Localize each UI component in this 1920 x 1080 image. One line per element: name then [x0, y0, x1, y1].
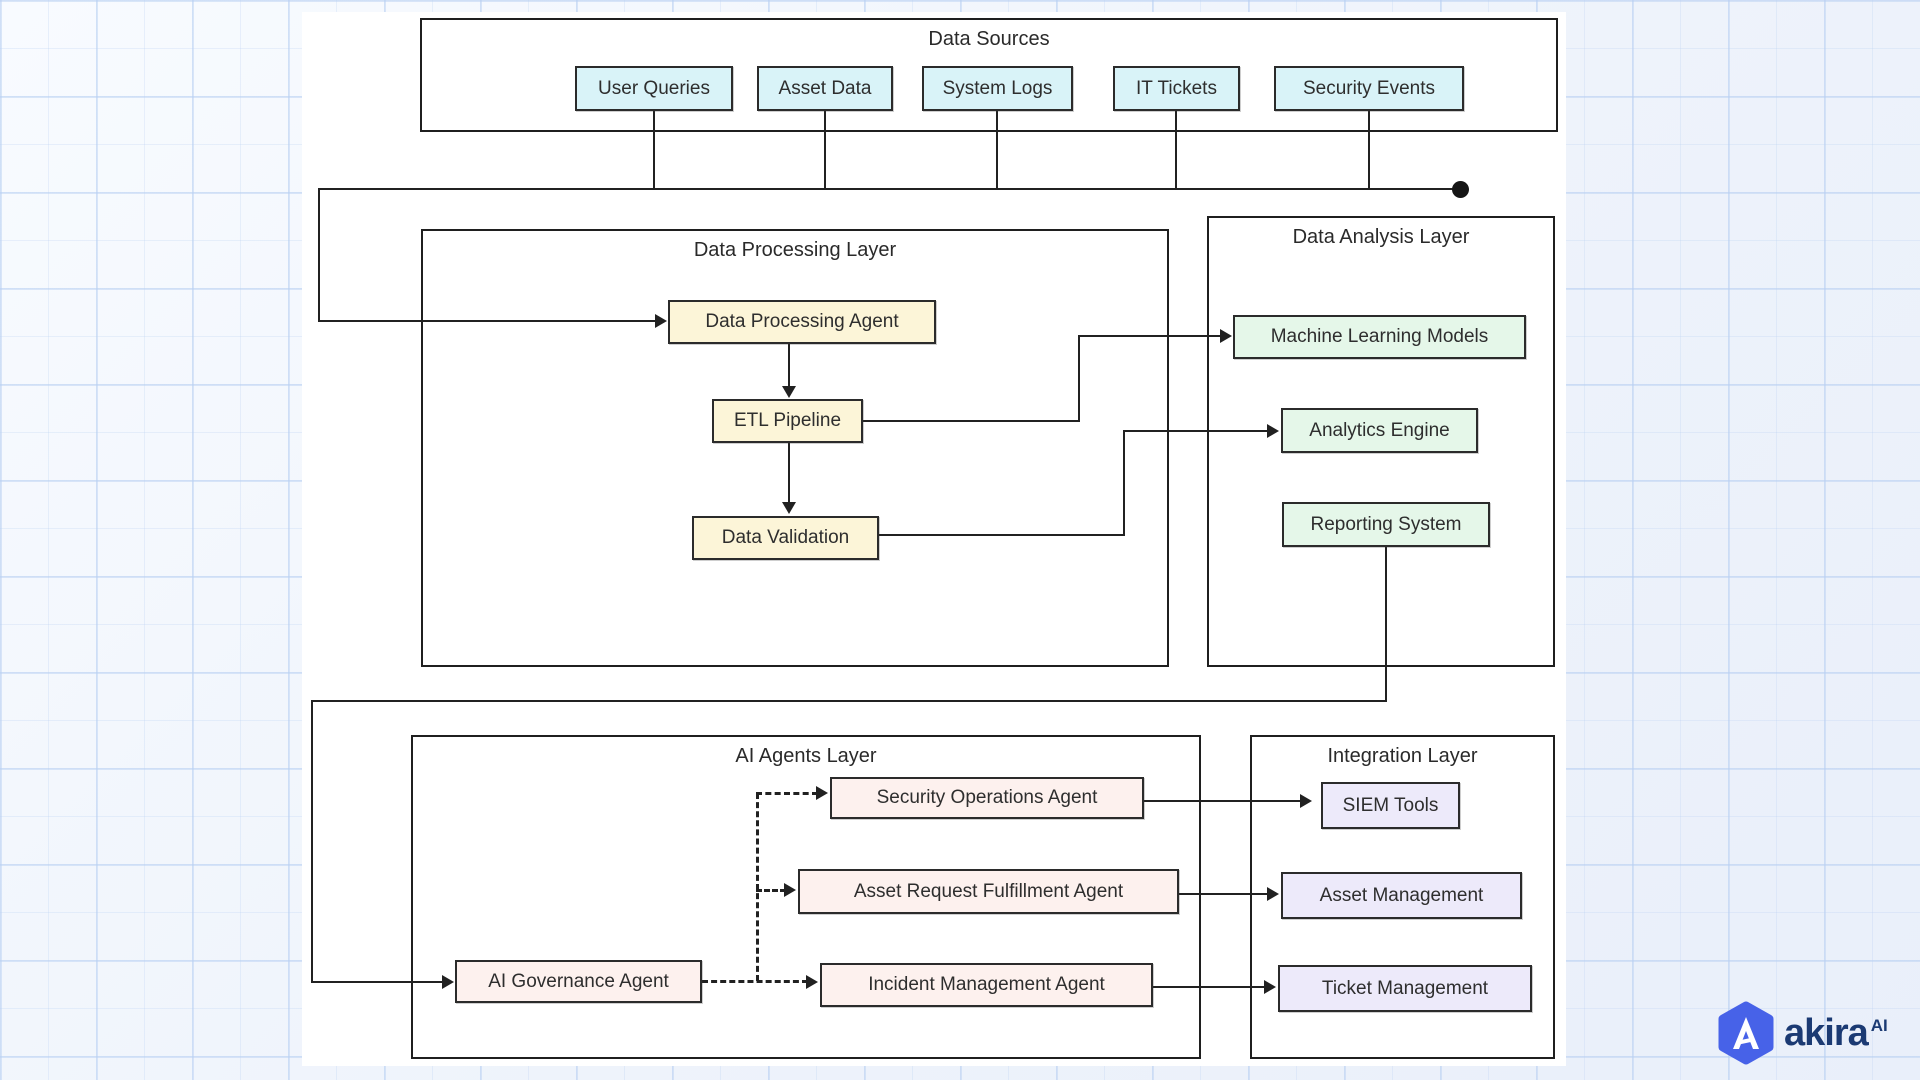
node-label-it-tickets: IT Tickets — [1136, 77, 1217, 99]
node-label-asset-data: Asset Data — [778, 77, 872, 99]
node-label-data-processing-agent: Data Processing Agent — [705, 311, 899, 332]
node-system-logs: System Logs — [922, 66, 1073, 111]
connector-asset-data-bus — [824, 111, 826, 188]
node-label-data-validation: Data Validation — [721, 527, 850, 548]
node-label-system-logs: System Logs — [942, 77, 1053, 99]
connector-it-tickets-bus — [1175, 111, 1177, 188]
container-title-ai-agents-layer: AI Agents Layer — [735, 745, 877, 767]
connector-reporting-down — [311, 700, 313, 983]
node-user-queries: User Queries — [575, 66, 733, 111]
container-ai-agents-layer: AI Agents Layer — [411, 735, 1201, 1059]
connector-secops-siem — [1144, 800, 1302, 802]
node-label-analytics-engine: Analytics Engine — [1309, 419, 1450, 441]
container-data-analysis-layer: Data Analysis Layer — [1207, 216, 1555, 667]
node-asset-request-fulfillment-agent: Asset Request Fulfillment Agent — [798, 869, 1179, 914]
connector-validation-analytics-h2 — [1123, 430, 1268, 432]
arrowhead-etl-validation — [782, 502, 796, 514]
node-label-reporting-system: Reporting System — [1310, 513, 1462, 535]
dashed-governance-riser — [756, 793, 759, 981]
node-it-tickets: IT Tickets — [1113, 66, 1240, 111]
logo-brand: akira — [1784, 1011, 1869, 1054]
container-data-sources: Data Sources — [420, 18, 1558, 132]
arrowhead-etl-ml — [1220, 329, 1232, 343]
connector-incident-ticketmgmt — [1153, 986, 1266, 988]
node-label-ai-governance-agent: AI Governance Agent — [488, 970, 669, 992]
connector-to-governance — [311, 981, 443, 983]
connector-security-events-bus — [1368, 111, 1370, 188]
node-label-incident-management-agent: Incident Management Agent — [868, 974, 1105, 995]
node-asset-management: Asset Management — [1281, 872, 1522, 919]
node-label-user-queries: User Queries — [598, 77, 710, 99]
dashed-governance-security-ops — [756, 792, 818, 795]
connector-etl-ml-v — [1078, 335, 1080, 422]
container-title-integration-layer: Integration Layer — [1327, 745, 1478, 767]
container-title-data-analysis-layer: Data Analysis Layer — [1292, 226, 1470, 248]
node-machine-learning-models: Machine Learning Models — [1233, 315, 1526, 359]
arrowhead-incident-ticketmgmt — [1264, 980, 1276, 994]
connector-etl-ml-h1 — [863, 420, 1080, 422]
arrowhead-to-dpa — [655, 314, 667, 328]
connector-etl-validation — [788, 443, 790, 503]
node-label-machine-learning-models: Machine Learning Models — [1270, 326, 1489, 347]
arrowhead-dpa-etl — [782, 386, 796, 398]
dashed-governance-incident — [702, 980, 808, 983]
container-integration-layer: Integration Layer — [1250, 735, 1555, 1059]
node-label-asset-management: Asset Management — [1319, 884, 1484, 906]
node-etl-pipeline: ETL Pipeline — [712, 399, 863, 443]
dashed-governance-asset-request — [756, 889, 786, 892]
arrowhead-secops-siem — [1300, 794, 1312, 808]
node-data-validation: Data Validation — [692, 516, 879, 560]
container-title-data-processing-layer: Data Processing Layer — [693, 239, 897, 261]
connector-reporting-across — [311, 700, 1387, 702]
node-ticket-management: Ticket Management — [1278, 965, 1532, 1012]
bus-end-dot — [1452, 181, 1469, 198]
arrowhead-governance-security-ops — [816, 786, 828, 800]
connector-dpa-etl — [788, 344, 790, 388]
arrowhead-governance-asset-request — [784, 883, 796, 897]
node-analytics-engine: Analytics Engine — [1281, 408, 1478, 453]
connector-validation-analytics-h1 — [879, 534, 1125, 536]
node-data-processing-agent: Data Processing Agent — [668, 300, 936, 344]
connector-reporting-drop — [1385, 547, 1387, 702]
node-incident-management-agent: Incident Management Agent — [820, 963, 1153, 1007]
container-data-processing-layer: Data Processing Layer — [421, 229, 1169, 667]
arrowhead-validation-analytics — [1267, 424, 1279, 438]
arrowhead-to-governance — [442, 975, 454, 989]
node-security-events: Security Events — [1274, 66, 1464, 111]
connector-validation-analytics-v — [1123, 430, 1125, 536]
connector-user-queries-bus — [653, 111, 655, 188]
node-asset-data: Asset Data — [757, 66, 893, 111]
connector-to-dpa — [318, 320, 656, 322]
arrowhead-assetreq-assetmgmt — [1267, 887, 1279, 901]
connector-assetreq-assetmgmt — [1179, 893, 1269, 895]
node-reporting-system: Reporting System — [1282, 502, 1490, 547]
node-label-security-operations-agent: Security Operations Agent — [876, 787, 1098, 808]
node-label-ticket-management: Ticket Management — [1321, 977, 1489, 999]
node-ai-governance-agent: AI Governance Agent — [455, 960, 702, 1003]
node-label-asset-request-fulfillment-agent: Asset Request Fulfillment Agent — [853, 880, 1124, 902]
node-label-etl-pipeline: ETL Pipeline — [733, 410, 842, 431]
node-label-siem-tools: SIEM Tools — [1342, 794, 1439, 816]
node-security-operations-agent: Security Operations Agent — [830, 777, 1144, 819]
node-siem-tools: SIEM Tools — [1321, 782, 1460, 829]
node-label-security-events: Security Events — [1303, 77, 1435, 99]
connector-bus-line — [318, 188, 1460, 190]
logo-suffix: AI — [1870, 1015, 1888, 1035]
connector-etl-ml-h2 — [1078, 335, 1221, 337]
akira-hexagon-icon — [1718, 1001, 1774, 1065]
arrowhead-governance-incident — [806, 975, 818, 989]
container-title-data-sources: Data Sources — [928, 28, 1050, 50]
connector-bus-drop — [318, 188, 320, 322]
connector-system-logs-bus — [996, 111, 998, 188]
